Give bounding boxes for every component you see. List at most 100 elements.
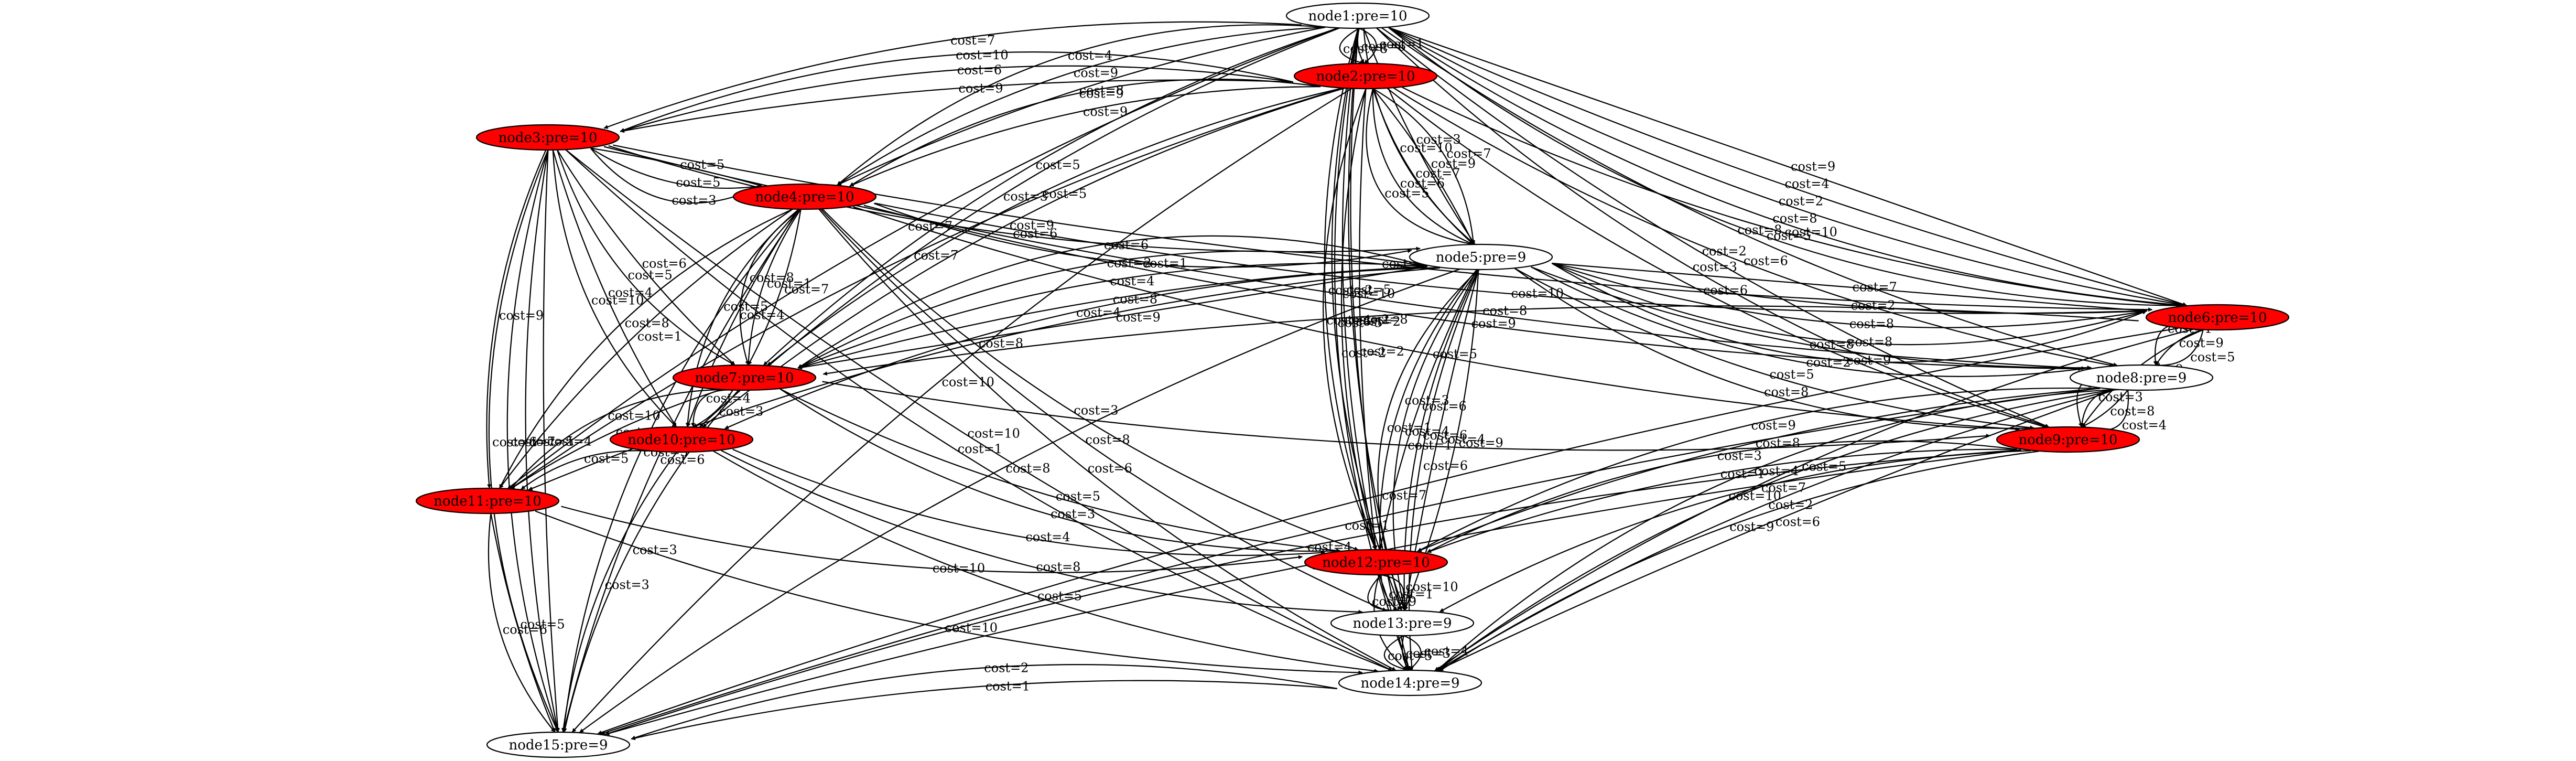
edge-n2-n8 — [1393, 87, 2114, 367]
edge-n4-n14 — [818, 208, 1397, 671]
edge-n5-n8 — [1531, 266, 2092, 377]
node-layer: node1:pre=10 node2:pre=10 node3:pre=10 node… — [415, 2, 2290, 758]
edge-label: cost=8 — [1079, 83, 1124, 98]
node-n8[interactable]: node8:pre=9 — [2069, 364, 2214, 391]
edge-label: cost=8 — [1036, 560, 1080, 574]
node-n12[interactable]: node12:pre=10 — [1304, 549, 1448, 576]
edge-n2-n6 — [1402, 87, 2181, 308]
edge-label: cost=2 — [984, 661, 1029, 676]
node-n1[interactable]: node1:pre=10 — [1285, 2, 1430, 29]
edge-label: cost=4 — [1754, 464, 1799, 478]
edge-n5-n7 — [797, 235, 1428, 369]
node-n6[interactable]: node6:pre=10 — [2145, 304, 2290, 331]
edge-label: cost=6 — [1361, 39, 1406, 53]
edge-label: cost=1 — [1387, 420, 1432, 435]
edge-label: cost=8 — [1849, 316, 1894, 331]
edge-label: cost=4 — [1405, 424, 1449, 439]
node-n5[interactable]: node5:pre=9 — [1409, 243, 1553, 271]
edge-n2-n4 — [849, 86, 1321, 187]
edge-label: cost=6 — [642, 256, 687, 271]
edge-n5-n6 — [1551, 262, 2147, 328]
edge-n7-n10 — [692, 390, 733, 428]
edge-n2-n4 — [849, 78, 1321, 187]
node-n2[interactable]: node2:pre=10 — [1293, 62, 1438, 90]
edge-n10-n12 — [732, 448, 1325, 556]
edge-label: cost=10 — [1784, 224, 1837, 239]
edge-label: cost=1 — [1408, 438, 1452, 453]
edge-label: cost=8 — [1005, 461, 1050, 476]
edge-label: cost=1 — [958, 442, 1002, 456]
edge-n1-n11 — [507, 27, 1338, 489]
edge-n5-n12 — [1378, 269, 1478, 550]
edge-n1-n6 — [1388, 27, 2187, 307]
edge-label: cost=8 — [1113, 292, 1157, 307]
node-label: node1:pre=10 — [1308, 8, 1407, 24]
edge-label: cost=7 — [950, 33, 995, 48]
edge-label: cost=2 — [1779, 194, 1823, 209]
edge-n1-n4 — [837, 24, 1326, 186]
node-ellipse — [1285, 2, 1430, 29]
edge-label: cost=8 — [750, 271, 794, 285]
edge-label: cost=3 — [2098, 390, 2143, 404]
edge-n5-n10 — [724, 267, 1438, 430]
node-n11[interactable]: node11:pre=10 — [415, 487, 560, 515]
edge-label: cost=10 — [967, 426, 1020, 441]
edge-label: cost=7 — [784, 282, 829, 297]
node-ellipse — [1996, 426, 2140, 453]
edge-label: cost=9 — [1010, 218, 1054, 233]
edge-n2-n5 — [1372, 88, 1474, 245]
edge-label: cost=8 — [1756, 436, 1800, 451]
node-n10[interactable]: node10:pre=10 — [609, 426, 754, 453]
node-n7[interactable]: node7:pre=10 — [672, 364, 817, 391]
edge-label: cost=7 — [1853, 280, 1897, 295]
edge-label: cost=2 — [1702, 244, 1747, 259]
edge-label: cost=10 — [956, 48, 1009, 62]
edge-label: cost=6 — [492, 435, 537, 449]
node-ellipse — [415, 487, 560, 515]
node-n14[interactable]: node14:pre=9 — [1338, 669, 1482, 696]
edge-n8-n9 — [2081, 390, 2129, 428]
edge-label: cost=3 — [1405, 393, 1449, 408]
edge-n3-n10 — [552, 149, 677, 427]
edge-label: cost=6 — [503, 623, 547, 637]
edge-n10-n11 — [521, 450, 648, 490]
edge-label: cost=3 — [719, 404, 763, 419]
edge-label: cost=5 — [529, 434, 573, 449]
edge-n11-n15 — [488, 513, 556, 733]
node-label: node12:pre=10 — [1322, 555, 1430, 571]
edge-n12-n13 — [1381, 574, 1404, 611]
node-n4[interactable]: node4:pre=10 — [732, 183, 877, 210]
edge-n8-n12 — [1417, 387, 2101, 552]
edge-n5-n6 — [1551, 263, 2147, 346]
edge-label: cost=5 — [584, 451, 629, 466]
edge-label: cost=10 — [591, 293, 644, 307]
edge-label: cost=8 — [2110, 404, 2155, 419]
edge-n3-n4 — [590, 147, 762, 189]
edge-n3-n15 — [506, 149, 559, 733]
node-n3[interactable]: node3:pre=10 — [475, 124, 620, 151]
edge-n8-n14 — [1436, 389, 2116, 672]
node-n15[interactable]: node15:pre=9 — [486, 731, 631, 758]
edge-label: cost=4 — [1326, 313, 1371, 328]
edge-label: cost=7 — [914, 248, 958, 263]
edge-n10-n15 — [561, 452, 677, 733]
edge-n1-n9 — [1376, 27, 2050, 428]
edge-n9-n12 — [1427, 448, 2017, 553]
edge-label: cost=1 — [1379, 37, 1424, 51]
edge-n2-n5 — [1372, 88, 1474, 245]
edge-label: cost=9 — [1116, 310, 1161, 325]
edge-n1-n6 — [1388, 27, 2187, 307]
edge-n4-n11 — [499, 208, 793, 489]
edge-label: cost=5 — [1802, 459, 1846, 474]
edge-label: cost=10 — [1728, 489, 1781, 503]
edge-label: cost=5 — [1347, 283, 1391, 297]
edge-n1-n9 — [1376, 27, 2050, 428]
node-n13[interactable]: node13:pre=9 — [1330, 609, 1475, 637]
edge-label: cost=9 — [1791, 159, 1835, 174]
edge-n3-n14 — [565, 149, 1393, 671]
edge-n8-n15 — [601, 388, 2099, 735]
edge-label: cost=6 — [957, 63, 1002, 78]
edge-n1-n13 — [1331, 28, 1402, 611]
node-n9[interactable]: node9:pre=10 — [1996, 426, 2140, 453]
